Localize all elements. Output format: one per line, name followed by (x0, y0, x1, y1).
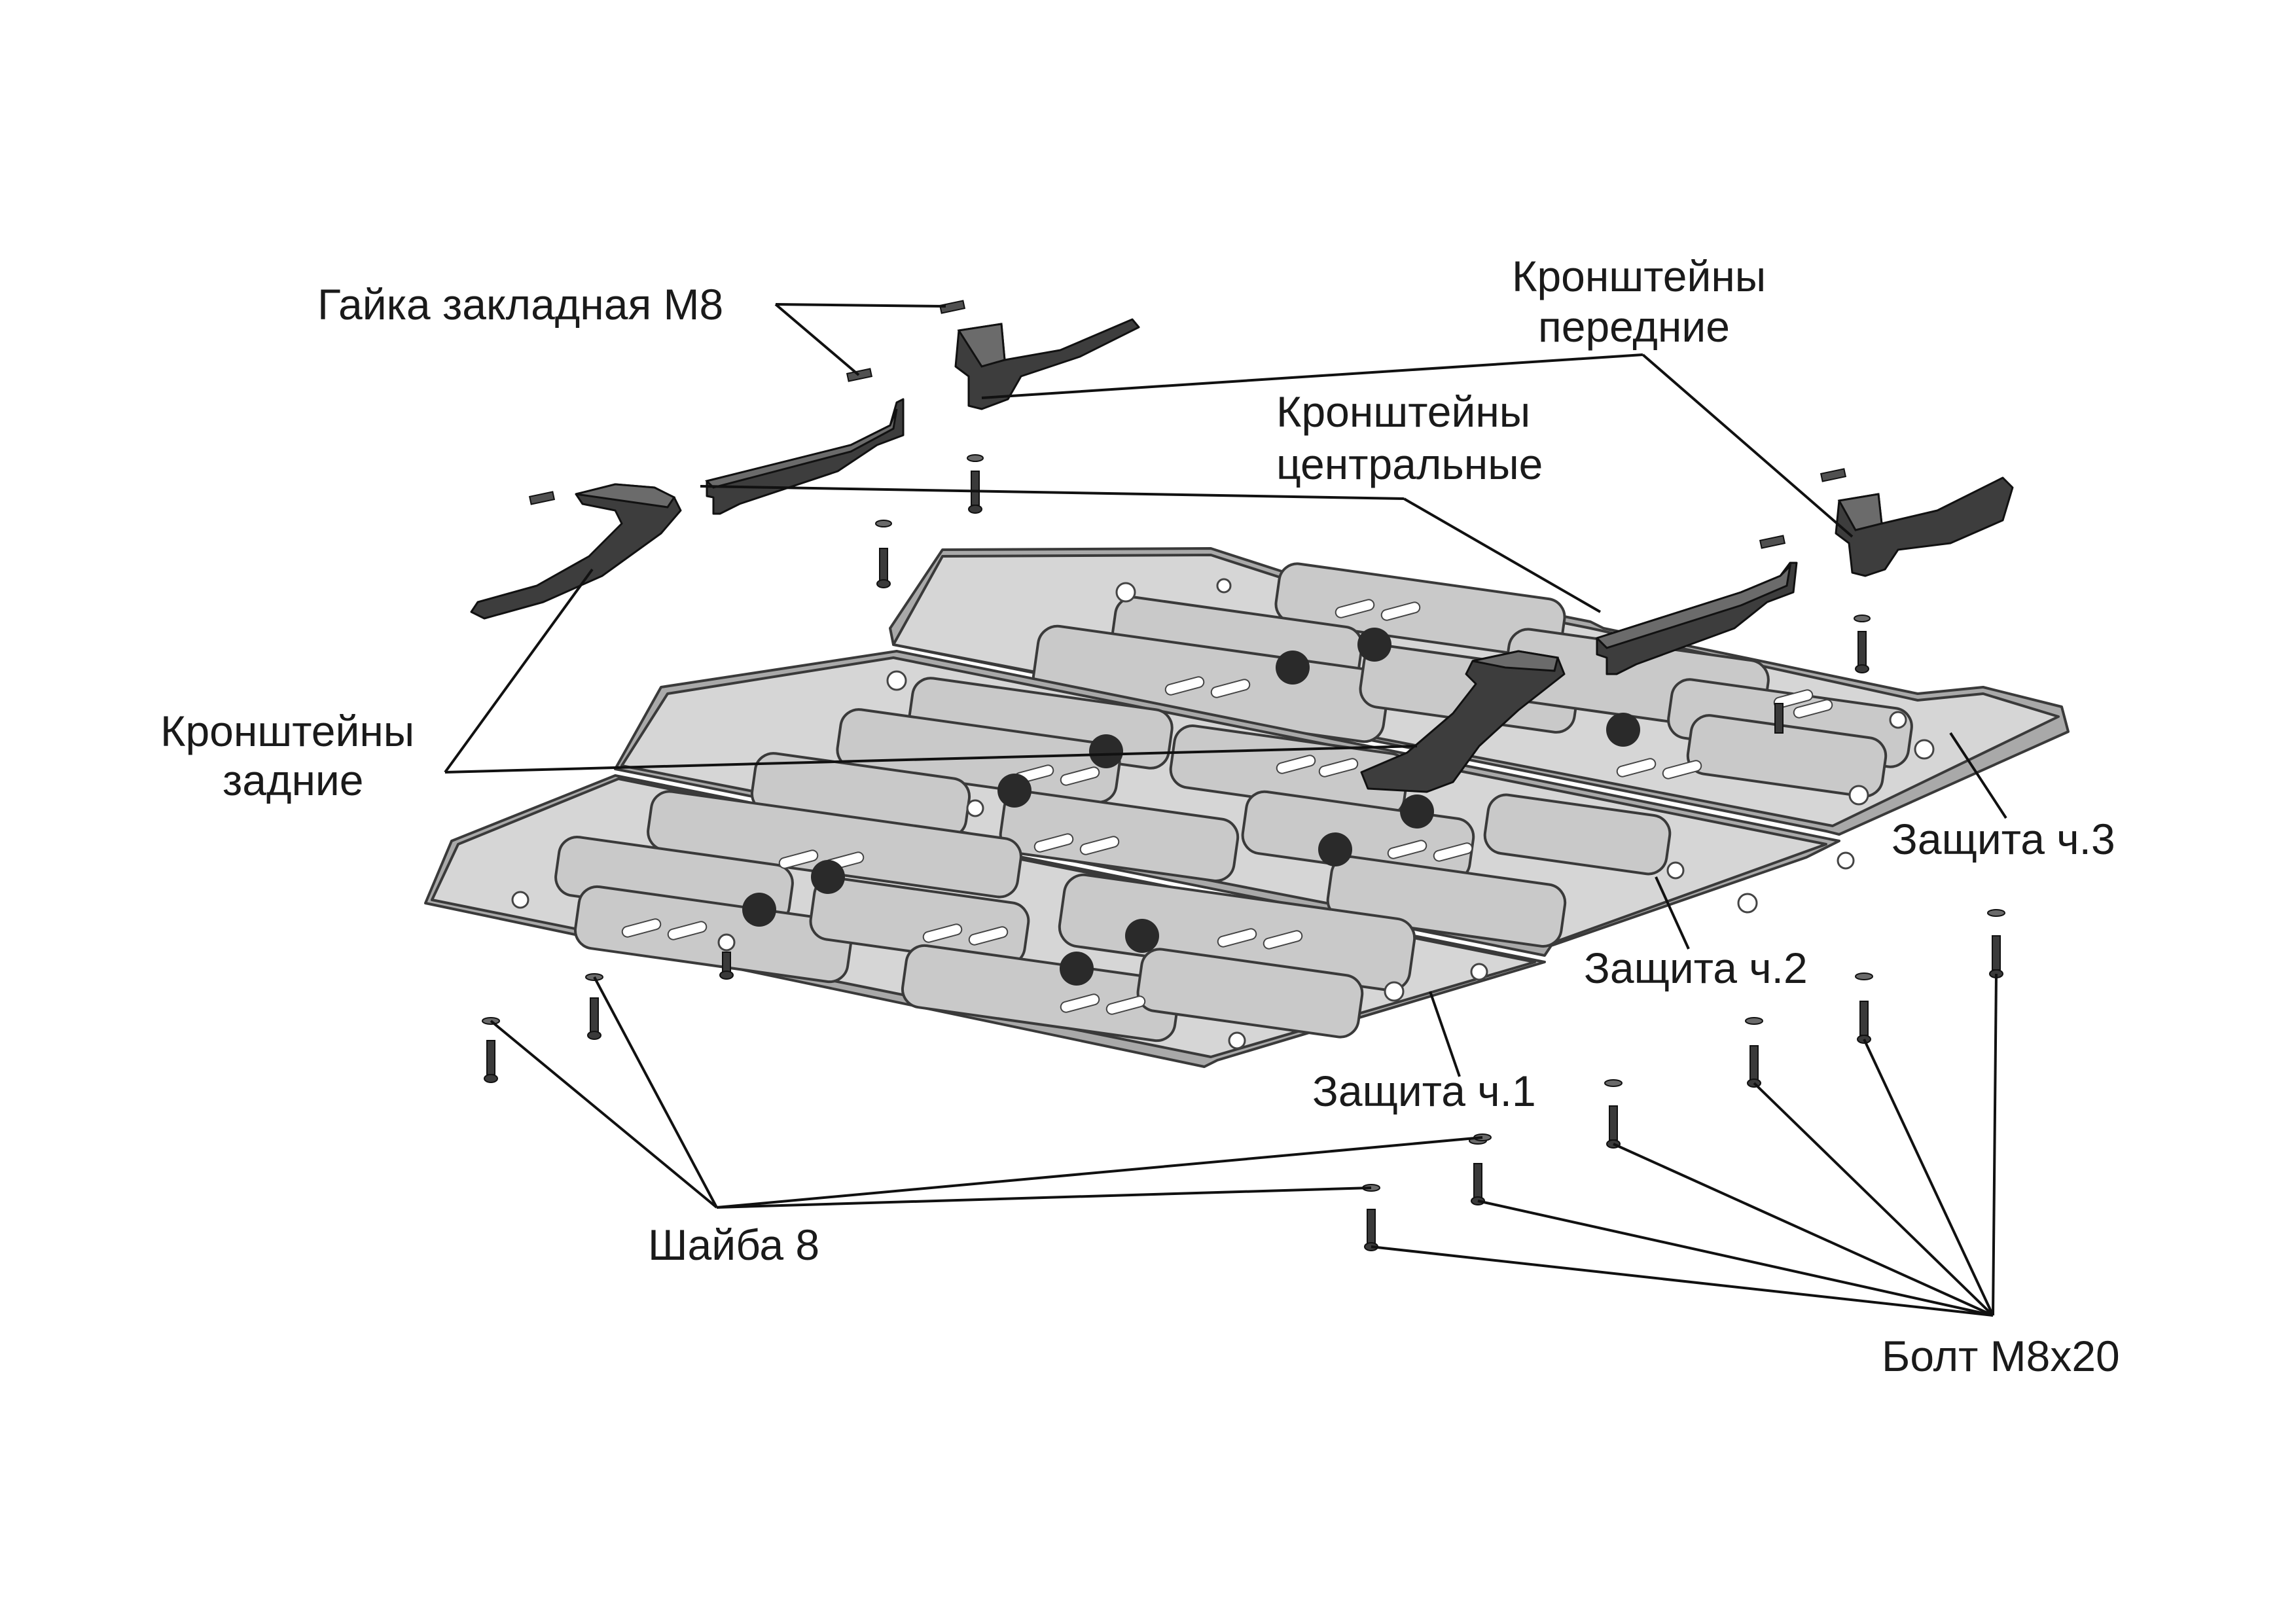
pockets (1031, 562, 1913, 798)
labels: Гайка закладная М8 Кронштейны передние К… (160, 252, 2120, 1380)
rear-bracket-right (1360, 650, 1566, 793)
bolt-icon (1469, 1137, 1487, 1205)
label-nut: Гайка закладная М8 (317, 280, 723, 329)
nuts (528, 300, 1847, 549)
rear-bracket-left (470, 483, 682, 620)
bolt-icon (1362, 1184, 1380, 1251)
guard-part-2 (614, 650, 1855, 957)
bolt-icon (1855, 972, 1873, 1044)
label-guard-part-2: Защита ч.2 (1584, 944, 1808, 992)
fasteners (482, 454, 2005, 1251)
label-front-brackets-line2: передние (1538, 302, 1730, 351)
label-bolt: Болт М8х20 (1882, 1332, 2120, 1380)
front-bracket-left (954, 318, 1140, 410)
nut-icon (846, 368, 873, 382)
slots (1014, 755, 1473, 862)
pockets (750, 677, 1672, 948)
slots (1164, 599, 1833, 779)
label-washer: Шайба 8 (648, 1221, 819, 1269)
bolt-icon (1987, 909, 2005, 978)
label-guard-part-3: Защита ч.3 (1892, 815, 2115, 863)
front-bracket-right (1835, 476, 2014, 577)
guard-part-1 (424, 774, 1546, 1068)
label-guard-part-1: Защита ч.1 (1312, 1067, 1536, 1115)
leader-lines (444, 303, 2007, 1317)
bolt-icon (1745, 1017, 1763, 1088)
nut-icon (1759, 535, 1786, 549)
bolt-icon (585, 973, 603, 1040)
label-rear-brackets-line1: Кронштейны (160, 707, 414, 755)
label-front-brackets-line1: Кронштейны (1512, 252, 1766, 300)
bolt-icon (1774, 703, 1784, 734)
slots (621, 849, 1303, 1015)
nut-icon (939, 300, 966, 314)
bolt-icon (482, 1017, 500, 1083)
bolt-icon (1604, 1079, 1623, 1149)
label-center-brackets-line1: Кронштейны (1276, 387, 1530, 436)
bolt-icon (875, 520, 892, 588)
label-center-brackets-line2: центральные (1276, 440, 1543, 488)
bolt-icon (719, 952, 734, 980)
label-rear-brackets-line2: задние (223, 756, 364, 804)
center-bracket-right (1595, 562, 1798, 675)
center-bracket-left (705, 398, 905, 515)
guard-plates (424, 547, 2070, 1068)
bolt-icon (1854, 615, 1871, 673)
bolt-icon (967, 454, 984, 514)
nut-icon (1820, 468, 1847, 482)
nut-icon (528, 491, 556, 505)
